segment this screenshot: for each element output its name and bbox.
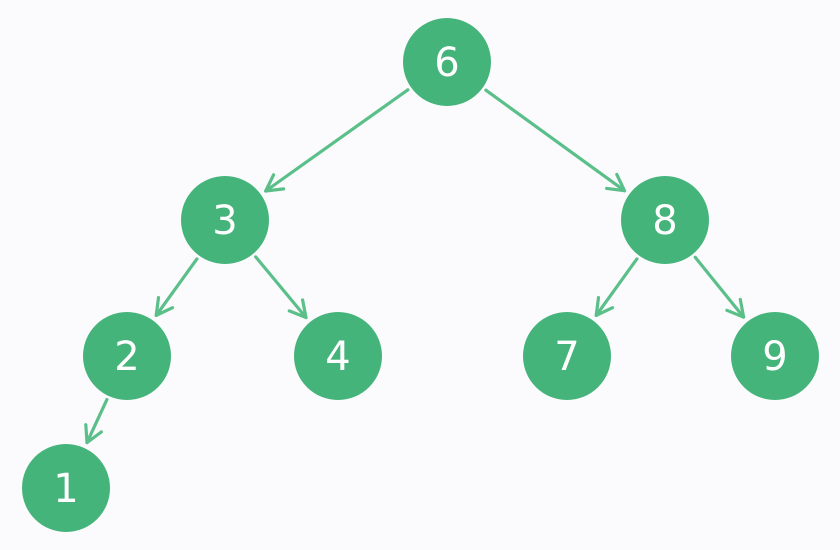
arrowhead-icon xyxy=(725,297,746,319)
edge-8-to-9 xyxy=(693,255,746,319)
edge-line-6-3 xyxy=(264,88,410,193)
edge-3-to-2 xyxy=(154,257,199,317)
edge-line-2-1 xyxy=(85,398,109,445)
arrowhead-icon xyxy=(264,173,286,193)
node-circle xyxy=(621,176,709,264)
node-label-8: 8 xyxy=(652,198,677,244)
edge-8-to-7 xyxy=(594,257,639,317)
tree-node-2: 2 xyxy=(83,312,171,400)
arrowhead-icon xyxy=(287,298,308,320)
arrowhead-icon xyxy=(605,172,627,193)
edge-line-3-4 xyxy=(254,255,308,320)
tree-node-8: 8 xyxy=(621,176,709,264)
node-circle xyxy=(523,312,611,400)
tree-node-6: 6 xyxy=(403,18,491,106)
node-circle xyxy=(22,444,110,532)
edge-6-to-3 xyxy=(264,88,410,193)
tree-node-4: 4 xyxy=(294,312,382,400)
arrowhead-icon xyxy=(594,296,615,317)
tree-node-9: 9 xyxy=(731,312,819,400)
node-circle xyxy=(181,176,269,264)
node-label-4: 4 xyxy=(325,334,350,380)
node-circle xyxy=(731,312,819,400)
edges-layer xyxy=(84,88,746,445)
node-label-7: 7 xyxy=(554,334,579,380)
edge-line-8-7 xyxy=(594,257,639,317)
node-label-6: 6 xyxy=(434,40,459,86)
edge-line-8-9 xyxy=(693,255,746,319)
tree-node-7: 7 xyxy=(523,312,611,400)
node-label-1: 1 xyxy=(53,466,78,512)
node-label-9: 9 xyxy=(762,334,787,380)
node-circle xyxy=(294,312,382,400)
arrowhead-icon xyxy=(84,423,104,445)
edge-2-to-1 xyxy=(84,398,109,445)
node-label-2: 2 xyxy=(114,334,139,380)
edge-line-3-2 xyxy=(154,257,199,317)
edge-3-to-4 xyxy=(254,255,308,320)
arrowhead-icon xyxy=(154,296,175,317)
node-circle xyxy=(403,18,491,106)
node-label-3: 3 xyxy=(212,198,237,244)
edge-line-6-8 xyxy=(484,88,627,193)
tree-node-3: 3 xyxy=(181,176,269,264)
edge-6-to-8 xyxy=(484,88,627,193)
nodes-layer: 6 3 8 2 4 7 9 1 xyxy=(22,18,819,532)
node-circle xyxy=(83,312,171,400)
tree-node-1: 1 xyxy=(22,444,110,532)
